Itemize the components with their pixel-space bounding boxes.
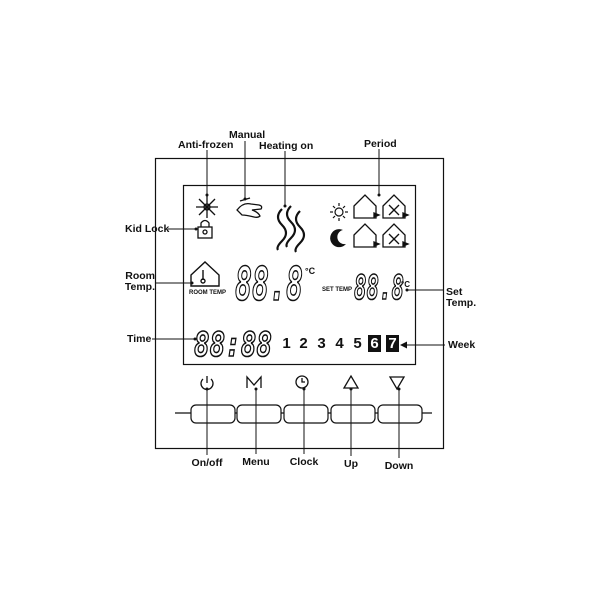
weekday-5: 5 <box>353 335 362 352</box>
label-clock: Clock <box>289 456 319 468</box>
set-temp-digits: 88.8 <box>354 268 404 308</box>
lock-icon <box>197 219 213 239</box>
label-room-temp-2: Temp. <box>124 281 155 293</box>
label-down: Down <box>384 460 414 472</box>
label-kid-lock: Kid Lock <box>125 223 170 235</box>
label-heating-on: Heating on <box>259 140 314 152</box>
weekday-3: 3 <box>317 335 326 352</box>
weekday-4: 4 <box>335 335 344 352</box>
label-set-temp-1: Set <box>446 286 463 298</box>
house-home-icon <box>353 194 381 219</box>
sun-icon <box>330 203 348 221</box>
lcd-screen <box>182 184 417 366</box>
room-temp-tag: ROOM TEMP <box>189 290 226 296</box>
snowflake-icon <box>196 196 218 218</box>
label-anti-frozen: Anti-frozen <box>178 139 234 151</box>
outer-frame <box>154 157 445 450</box>
time-digits: 88:88 <box>194 325 272 365</box>
weekday-6: 6 <box>368 335 381 352</box>
weekday-1: 1 <box>282 335 291 352</box>
set-temp-tag: SET TEMP <box>322 287 353 293</box>
manual-hand-icon <box>236 197 263 218</box>
house-away-icon <box>382 194 410 219</box>
clock-icon <box>295 375 309 389</box>
room-temp-unit: °C <box>305 266 316 276</box>
house-home-icon-2 <box>353 223 381 248</box>
house-away-icon-2 <box>382 223 410 248</box>
power-icon <box>200 376 214 391</box>
label-on-off: On/off <box>191 457 223 469</box>
room-temp-digits: 88.8 <box>235 257 303 311</box>
heating-waves-icon <box>276 205 306 253</box>
label-manual: Manual <box>229 129 266 141</box>
label-period: Period <box>364 138 397 150</box>
set-temp-unit: °C <box>401 280 410 289</box>
weekday-7: 7 <box>386 335 399 352</box>
label-up: Up <box>344 458 358 470</box>
label-time: Time <box>127 333 152 345</box>
room-temp-house-icon <box>190 261 220 287</box>
label-set-temp-2: Temp. <box>446 297 477 309</box>
label-week: Week <box>448 339 476 351</box>
label-menu: Menu <box>242 456 270 468</box>
up-triangle-icon <box>342 374 360 389</box>
label-room-temp-1: Room <box>125 270 155 282</box>
moon-icon <box>330 229 346 248</box>
menu-m-icon <box>246 375 262 388</box>
weekday-2: 2 <box>299 335 308 352</box>
down-triangle-icon <box>388 376 406 391</box>
